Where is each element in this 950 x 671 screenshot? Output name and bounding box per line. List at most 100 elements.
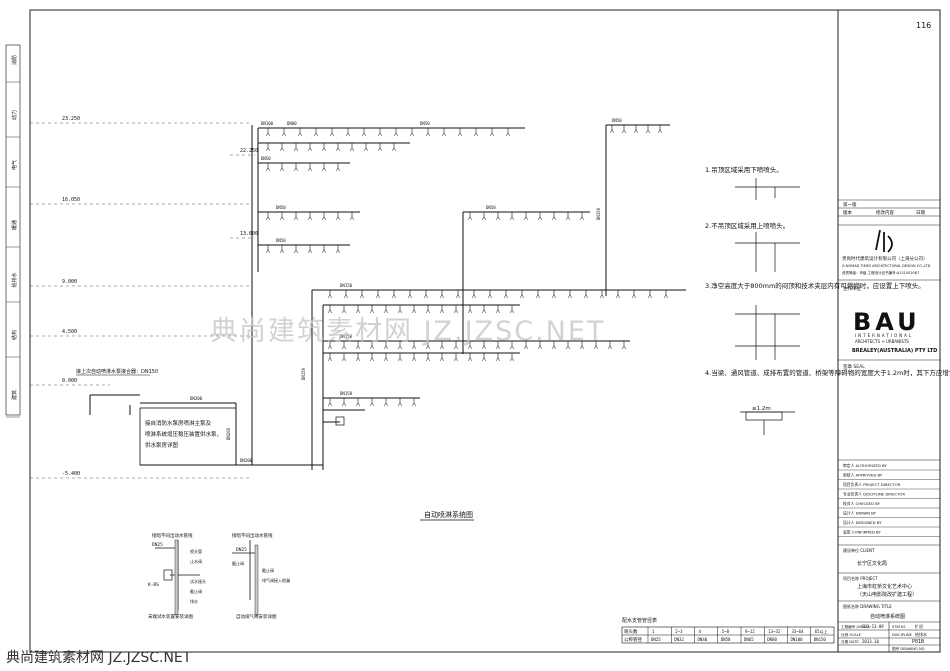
sprinkler-head-icon bbox=[621, 345, 627, 350]
sprinkler-head-icon bbox=[307, 147, 313, 152]
sprinkler-head-icon bbox=[425, 132, 431, 137]
pipe-size-table: 配水支管管径表 喷头数 公称管径 1DN252~3DN324DN405~8DN5… bbox=[621, 617, 835, 644]
detail-caption: 末端试水装置安装详图 bbox=[148, 613, 193, 620]
sprinkler-head-icon bbox=[383, 345, 389, 350]
discipline-tab: 消防 bbox=[11, 55, 18, 65]
page-number: 116 bbox=[916, 21, 931, 30]
pipe-size: DN150 bbox=[340, 334, 353, 339]
sprinkler-head-icon bbox=[397, 357, 403, 362]
table-cell: DN40 bbox=[698, 637, 708, 642]
sprinkler-heads bbox=[265, 125, 669, 407]
sprinkler-head-icon bbox=[307, 216, 313, 221]
sprinkler-head-icon bbox=[341, 309, 347, 314]
test-valve-box bbox=[335, 416, 345, 426]
sprinkler-head-icon bbox=[327, 294, 333, 299]
sprinkler-head-icon bbox=[265, 216, 271, 221]
sprinkler-head-icon bbox=[523, 216, 529, 221]
detail-label: 排气阀接入地漏 bbox=[262, 577, 290, 583]
sprinkler-head-icon bbox=[523, 345, 529, 350]
sprinkler-head-icon bbox=[607, 345, 613, 350]
table-cell: 1 bbox=[652, 629, 655, 634]
title-block: 第一版 版本 修改内容 日期 贵尚时代建筑设计有限公司（上海分公司） G.NOM… bbox=[838, 199, 940, 652]
sprinkler-head-icon bbox=[293, 167, 299, 172]
sprinkler-head-icon bbox=[551, 345, 557, 350]
sprinkler-head-icon bbox=[453, 345, 459, 350]
pipe-size: DN200 bbox=[226, 427, 231, 440]
sprinkler-head-icon bbox=[439, 357, 445, 362]
sprinkler-head-icon bbox=[425, 309, 431, 314]
table-cell: DN65 bbox=[744, 637, 754, 642]
detail-auto-exhaust: 接暗不同出动水管线 DN25 截止阀 截止阀 排气阀接入地漏 自动排气阀安装详图 bbox=[232, 532, 290, 620]
sprinkler-head-icon bbox=[481, 357, 487, 362]
sprinkler-head-icon bbox=[509, 216, 515, 221]
partner-logo: BAU bbox=[853, 308, 921, 336]
level-marks: 23.250 22.250 16.050 13.600 9.000 4.500 … bbox=[62, 116, 258, 477]
sprinkler-head-icon bbox=[457, 132, 463, 137]
sprinkler-head-icon bbox=[321, 216, 327, 221]
sprinkler-head-icon bbox=[397, 345, 403, 350]
sprinkler-head-icon bbox=[407, 294, 413, 299]
pump-room-label: 供水泵房详图 bbox=[145, 441, 179, 449]
inlet-label: 接上次自动喷淋水泵接合器：DN150 bbox=[76, 368, 158, 375]
pipe-size: DN150 bbox=[301, 367, 306, 380]
sprinkler-head-icon bbox=[355, 345, 361, 350]
sprinkler-head-icon bbox=[369, 402, 375, 407]
level-mark: 13.600 bbox=[240, 231, 258, 237]
note: 3.净空高度大于800mm的闷顶和技术夹层内有可燃物时，应设置上下喷头。 bbox=[705, 281, 925, 290]
sprinkler-head-icon bbox=[391, 294, 397, 299]
sprinkler-head-icon bbox=[293, 147, 299, 152]
sprinkler-head-icon bbox=[313, 132, 319, 137]
level-mark: 16.050 bbox=[62, 197, 80, 203]
sprinkler-head-icon bbox=[355, 357, 361, 362]
table-cell: DN80 bbox=[767, 637, 777, 642]
sprinkler-head-icon bbox=[265, 147, 271, 152]
table-cell: DN50 bbox=[721, 637, 731, 642]
sprinkler-head-icon bbox=[279, 147, 285, 152]
table-cell: 9~12 bbox=[745, 629, 755, 634]
discipline-value: 给排水 bbox=[915, 631, 927, 637]
pipe-size: DN50 bbox=[612, 118, 622, 123]
drawing-no-label: 图号 DRAWING NO. bbox=[892, 646, 925, 651]
pipe-size: DN50 bbox=[420, 121, 430, 126]
sprinkler-head-icon bbox=[423, 294, 429, 299]
sprinkler-head-icon bbox=[425, 345, 431, 350]
sprinkler-head-icon bbox=[335, 249, 341, 254]
sprinkler-head-icon bbox=[599, 294, 605, 299]
table-title: 配水支管管径表 bbox=[622, 617, 657, 624]
sprinkler-head-icon bbox=[467, 216, 473, 221]
sprinkler-head-icon bbox=[397, 402, 403, 407]
sprinkler-head-icon bbox=[359, 294, 365, 299]
table-cell: DN100 bbox=[791, 637, 804, 642]
watermark-center: 典尚建筑素材网 JZ.JZSC.NET bbox=[210, 316, 605, 347]
sprinkler-head-icon bbox=[281, 132, 287, 137]
table-row-label: 喷头数 bbox=[624, 628, 638, 635]
discipline-tab: 给排水 bbox=[11, 272, 18, 287]
sprinkler-head-icon bbox=[439, 345, 445, 350]
detail-label: 截止阀 bbox=[190, 588, 202, 594]
role-label: 设计人 DESIGNED BY bbox=[843, 520, 882, 525]
sprinkler-head-icon bbox=[383, 309, 389, 314]
company-logo bbox=[875, 229, 893, 253]
sprinkler-head-icon bbox=[509, 357, 515, 362]
sprinkler-head-icon bbox=[467, 357, 473, 362]
partner-line: ARCHITECTS + URBANISTS bbox=[855, 339, 909, 344]
sprinkler-head-icon bbox=[327, 309, 333, 314]
pipe-size: DN100 bbox=[261, 121, 274, 126]
sprinkler-head-icon bbox=[355, 309, 361, 314]
drawing-no-value: P01B bbox=[912, 639, 924, 645]
detail-caption: 自动排气阀安装详图 bbox=[236, 613, 277, 620]
company-name-en: G.NOMAD TIMES ARCHITECTURAL DESIGN CO.,L… bbox=[842, 264, 931, 268]
sprinkler-head-icon bbox=[509, 309, 515, 314]
sheet-border bbox=[29, 9, 941, 653]
sprinkler-head-icon bbox=[631, 294, 637, 299]
client-value: 长宁区文化局 bbox=[857, 560, 887, 567]
pump-room-label: 接自消防水泵房喷淋主泵及 bbox=[145, 419, 212, 427]
date-label: 日期 DATE bbox=[841, 639, 859, 644]
table-cell: DN25 bbox=[651, 637, 661, 642]
sprinkler-head-icon bbox=[583, 294, 589, 299]
sprinkler-head-icon bbox=[471, 294, 477, 299]
sprinkler-head-icon bbox=[343, 294, 349, 299]
sprinkler-head-icon bbox=[327, 357, 333, 362]
sprinkler-head-icon bbox=[369, 345, 375, 350]
partner-name: BREALEY(AUSTRALIA) PTY LTD bbox=[852, 348, 937, 354]
